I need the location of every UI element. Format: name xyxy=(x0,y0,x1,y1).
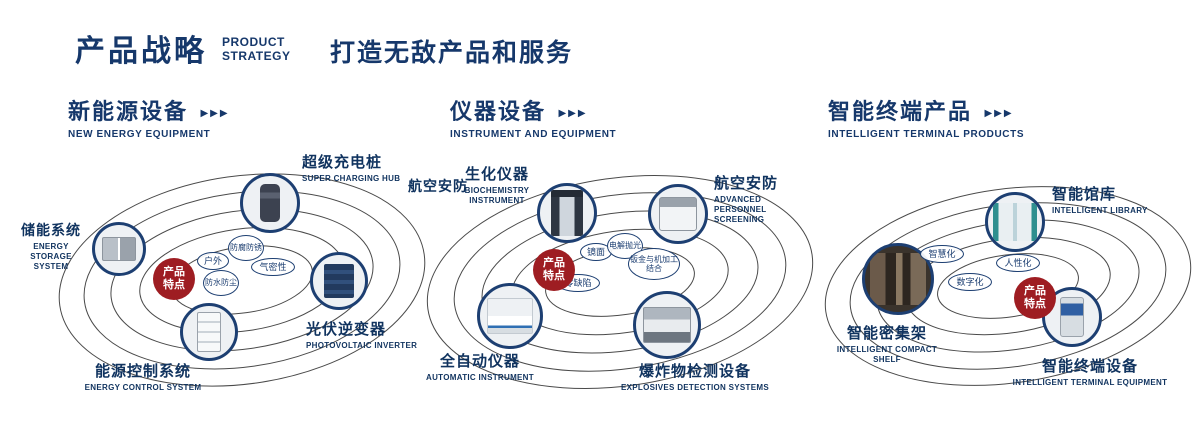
section-new-energy-header: 新能源设备 ▶▶▶ NEW ENERGY EQUIPMENT xyxy=(68,94,230,140)
node-super-charging-hub xyxy=(240,173,300,233)
section-new-energy-subtitle: NEW ENERGY EQUIPMENT xyxy=(68,129,211,140)
page-title-en-line1: PRODUCT xyxy=(222,35,285,49)
product-features-badge: 产品特点 xyxy=(533,249,575,291)
label-en: SUPER CHARGING HUB xyxy=(302,174,401,183)
label-super-charging-hub: 超级充电桩 SUPER CHARGING HUB xyxy=(302,151,422,184)
inverter-image xyxy=(323,263,355,299)
node-intelligent-library xyxy=(985,192,1045,252)
label-intelligent-library: 智能馆库 INTELLIGENT LIBRARY xyxy=(1052,183,1162,216)
label-cn: 智能终端设备 xyxy=(1041,358,1138,375)
node-terminal-equipment xyxy=(1042,287,1102,347)
node-personnel-screening xyxy=(648,184,708,244)
triple-arrow-icon: ▶▶▶ xyxy=(984,108,1014,119)
label-cn: 智能馆库 xyxy=(1052,186,1117,203)
label-compact-shelf: 智能密集架 INTELLIGENT COMPACT SHELF xyxy=(822,322,952,365)
label-cn: 储能系统 xyxy=(21,222,81,238)
feature-tag-digital: 数字化 xyxy=(948,273,992,291)
badge-label: 产品特点 xyxy=(163,265,185,291)
label-cn: 超级充电桩 xyxy=(302,154,383,171)
label-automatic-instrument: 全自动仪器 AUTOMATIC INSTRUMENT xyxy=(420,350,540,383)
triple-arrow-icon: ▶▶▶ xyxy=(200,108,230,119)
label-photovoltaic-inverter: 光伏逆变器 PHOTOVOLTAIC INVERTER xyxy=(306,318,426,351)
label-en: PHOTOVOLTAIC INVERTER xyxy=(306,341,418,350)
charging-hub-image xyxy=(260,184,280,222)
node-biochemistry-instrument xyxy=(537,183,597,243)
feature-tag-airtight: 气密性 xyxy=(251,258,295,276)
feature-tag-anticorrosion: 防腐防锈 xyxy=(228,235,264,261)
label-personnel-screening: 航空安防 ADVANCED PERSONNEL SCREENING xyxy=(714,172,814,225)
feature-tag-sheetmetal-machining: 钣金与机加工结合 xyxy=(628,248,680,280)
compact-shelf-image xyxy=(870,253,926,305)
label-cn: 光伏逆变器 xyxy=(306,321,387,338)
product-features-badge: 产品特点 xyxy=(153,258,195,300)
biochemistry-instrument-image xyxy=(551,190,583,236)
section-instruments-title: 仪器设备 xyxy=(450,99,547,124)
badge-label: 产品特点 xyxy=(1024,284,1046,310)
label-energy-control: 能源控制系统 ENERGY CONTROL SYSTEM xyxy=(78,360,208,393)
label-cn: 能源控制系统 xyxy=(94,363,191,380)
label-en: INTELLIGENT TERMINAL EQUIPMENT xyxy=(1012,378,1168,387)
label-en: ADVANCED PERSONNEL SCREENING xyxy=(714,195,767,224)
page-slogan: 打造无敌产品和服务 xyxy=(330,39,574,67)
label-en: AUTOMATIC INSTRUMENT xyxy=(426,373,534,382)
label-cn: 全自动仪器 xyxy=(439,353,520,370)
label-cn: 智能密集架 xyxy=(846,325,927,342)
page-title-en: PRODUCT STRATEGY xyxy=(222,35,291,64)
library-image xyxy=(992,202,1038,242)
label-terminal-equipment: 智能终端设备 INTELLIGENT TERMINAL EQUIPMENT xyxy=(1010,355,1170,388)
feature-tag-smart: 智慧化 xyxy=(920,245,964,263)
node-automatic-instrument xyxy=(477,283,543,349)
section-instruments-header: 仪器设备 ▶▶▶ INSTRUMENT AND EQUIPMENT xyxy=(450,94,616,140)
label-cn: 爆炸物检测设备 xyxy=(638,363,751,380)
label-cn: 航空安防 xyxy=(714,175,779,192)
storage-system-image xyxy=(101,236,137,262)
feature-tag-humanized: 人性化 xyxy=(996,254,1040,272)
label-cn: 航空安防 xyxy=(408,178,468,194)
section-terminals-title: 智能终端产品 xyxy=(828,99,973,124)
node-photovoltaic-inverter xyxy=(310,252,368,310)
node-energy-storage xyxy=(92,222,146,276)
product-features-badge: 产品特点 xyxy=(1014,277,1056,319)
feature-tag-waterproof: 防水防尘 xyxy=(203,270,239,296)
terminal-kiosk-image xyxy=(1060,296,1084,338)
badge-label: 产品特点 xyxy=(543,256,565,282)
explosives-detector-image xyxy=(643,306,691,344)
label-cn: 生化仪器 xyxy=(464,166,529,183)
label-aviation-security-left: 航空安防 xyxy=(408,176,468,196)
page-title-en-line2: STRATEGY xyxy=(222,48,291,63)
label-biochemistry-instrument: 生化仪器 BIOCHEMISTRY INSTRUMENT xyxy=(458,163,536,206)
node-explosives-detection xyxy=(633,291,701,359)
feature-tag-mirror: 镜面 xyxy=(580,243,612,261)
label-en: INTELLIGENT COMPACT SHELF xyxy=(836,345,938,364)
label-en: INTELLIGENT LIBRARY xyxy=(1052,206,1148,215)
label-en: EXPLOSIVES DETECTION SYSTEMS xyxy=(621,383,769,392)
screening-machine-image xyxy=(659,196,697,232)
feature-tag-outdoor: 户外 xyxy=(197,252,229,270)
section-instruments-subtitle: INSTRUMENT AND EQUIPMENT xyxy=(450,129,617,140)
label-en: ENERGY STORAGE SYSTEM xyxy=(30,242,72,271)
section-terminals-subtitle: INTELLIGENT TERMINAL PRODUCTS xyxy=(828,129,1025,140)
page-title: 产品战略 xyxy=(75,35,207,68)
label-en: ENERGY CONTROL SYSTEM xyxy=(84,383,202,392)
label-explosives-detection: 爆炸物检测设备 EXPLOSIVES DETECTION SYSTEMS xyxy=(615,360,775,393)
section-terminals-header: 智能终端产品 ▶▶▶ INTELLIGENT TERMINAL PRODUCTS xyxy=(828,94,1024,140)
control-system-image xyxy=(197,312,221,352)
node-energy-control xyxy=(180,303,238,361)
node-compact-shelf xyxy=(862,243,934,315)
automatic-instrument-image xyxy=(487,297,533,335)
label-energy-storage: 储能系统 ENERGY STORAGE SYSTEM xyxy=(12,220,90,272)
section-new-energy-title: 新能源设备 xyxy=(68,99,189,124)
label-en: BIOCHEMISTRY INSTRUMENT xyxy=(464,186,530,205)
triple-arrow-icon: ▶▶▶ xyxy=(558,108,588,119)
